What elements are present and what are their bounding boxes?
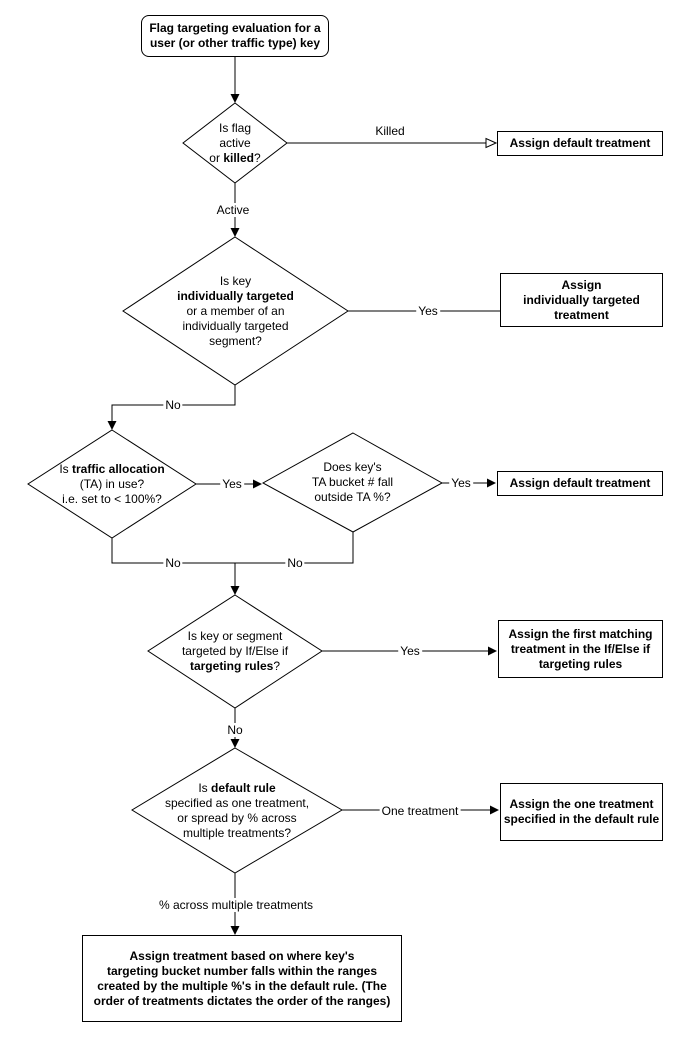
arrowhead-killed-open: [485, 137, 498, 149]
arrowhead-to-flag-active: [230, 94, 240, 103]
edge-label-no-rules: No: [225, 723, 245, 737]
decision-traffic-allocation-label: Is traffic allocation (TA) in use? i.e. …: [59, 461, 165, 506]
edge-label-yes-bucket: Yes: [449, 476, 473, 490]
arrowhead-yes-rules: [488, 646, 497, 656]
arrowhead-no-rules: [230, 739, 240, 748]
arrowhead-pct-across: [230, 926, 240, 935]
node-assign-default-treatment-killed: Assign default treatment: [497, 131, 663, 156]
decision-ta-bucket-label: Does key's TA bucket # fall outside TA %…: [311, 460, 394, 504]
arrowhead-merge-to-rules: [230, 586, 240, 595]
edge-label-yes-individual: Yes: [416, 304, 440, 318]
arrowhead-yes-ta: [253, 479, 262, 489]
edge-label-killed: Killed: [373, 124, 407, 138]
node-assign-individually-targeted: Assign individually targeted treatment: [500, 273, 663, 327]
node-assign-treatment-by-ranges: Assign treatment based on where key's ta…: [82, 935, 402, 1022]
decision-targeting-rules-label: Is key or segment targeted by If/Else if…: [181, 629, 289, 673]
decision-default-rule-shape: [131, 747, 343, 874]
decision-targeting-rules-shape: [147, 594, 323, 709]
arrowhead-one-treatment: [490, 805, 499, 815]
edge-label-no-bucket: No: [285, 556, 305, 570]
node-assign-one-treatment: Assign the one treatment specified in th…: [500, 783, 663, 841]
edge-label-pct-across: % across multiple treatments: [156, 898, 316, 912]
edge-no-ta-line: [111, 538, 235, 564]
decision-flag-active-label: Is flag active or killed?: [209, 120, 261, 165]
decision-flag-active-shape: [182, 102, 288, 184]
decision-ta-bucket-shape: [261, 432, 444, 533]
arrowhead-no-individual: [107, 421, 117, 430]
node-assign-first-matching-treatment: Assign the first matching treatment in t…: [498, 620, 663, 678]
edge-label-no-ta: No: [163, 556, 183, 570]
node-assign-default-treatment-bucket: Assign default treatment: [497, 471, 663, 496]
decision-individually-targeted-label: Is key individually targeted or a member…: [177, 273, 294, 348]
arrowhead-yes-bucket: [487, 478, 496, 488]
decision-traffic-allocation-shape: [27, 429, 197, 539]
edge-label-yes-rules: Yes: [398, 644, 422, 658]
decision-individually-targeted-shape: [122, 236, 349, 386]
arrowhead-active: [230, 228, 240, 237]
edge-label-yes-ta: Yes: [220, 477, 244, 491]
edge-no-bucket-line: [235, 532, 354, 564]
edge-label-one-treatment: One treatment: [379, 804, 461, 818]
edge-label-active: Active: [214, 203, 252, 217]
edge-label-no-individual: No: [163, 398, 183, 412]
node-start: Flag targeting evaluation for a user (or…: [141, 15, 329, 57]
decision-default-rule-label: Is default rule specified as one treatme…: [164, 780, 310, 840]
